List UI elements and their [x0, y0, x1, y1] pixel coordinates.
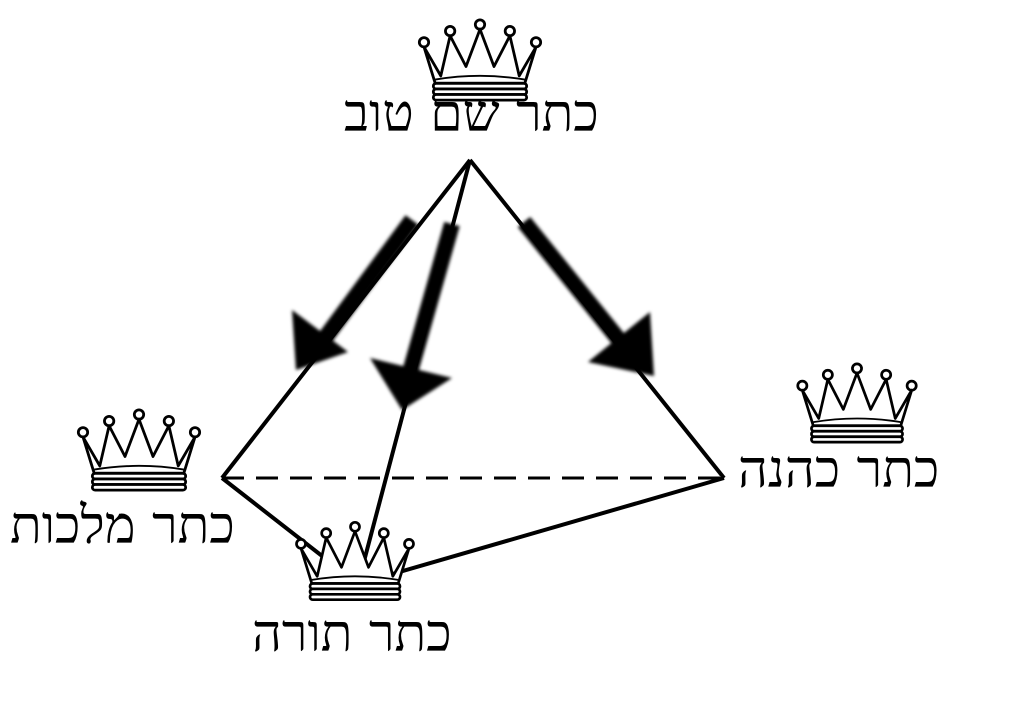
- crown-icon-bottom: [292, 520, 418, 602]
- arrow-to-bottom: [370, 221, 460, 410]
- node-label-top: כתר שם טוב: [344, 84, 599, 144]
- arrow-to-left: [292, 215, 419, 370]
- crown-icon-left: [72, 408, 206, 492]
- arrow-to-right: [517, 216, 654, 376]
- crown-icon-right: [792, 362, 922, 444]
- edge-bottom-right: [357, 476, 725, 586]
- node-label-left: כתר מלכות: [10, 496, 235, 556]
- node-label-bottom: כתר תורה: [252, 604, 452, 664]
- node-label-right: כתר כהנה: [738, 440, 940, 500]
